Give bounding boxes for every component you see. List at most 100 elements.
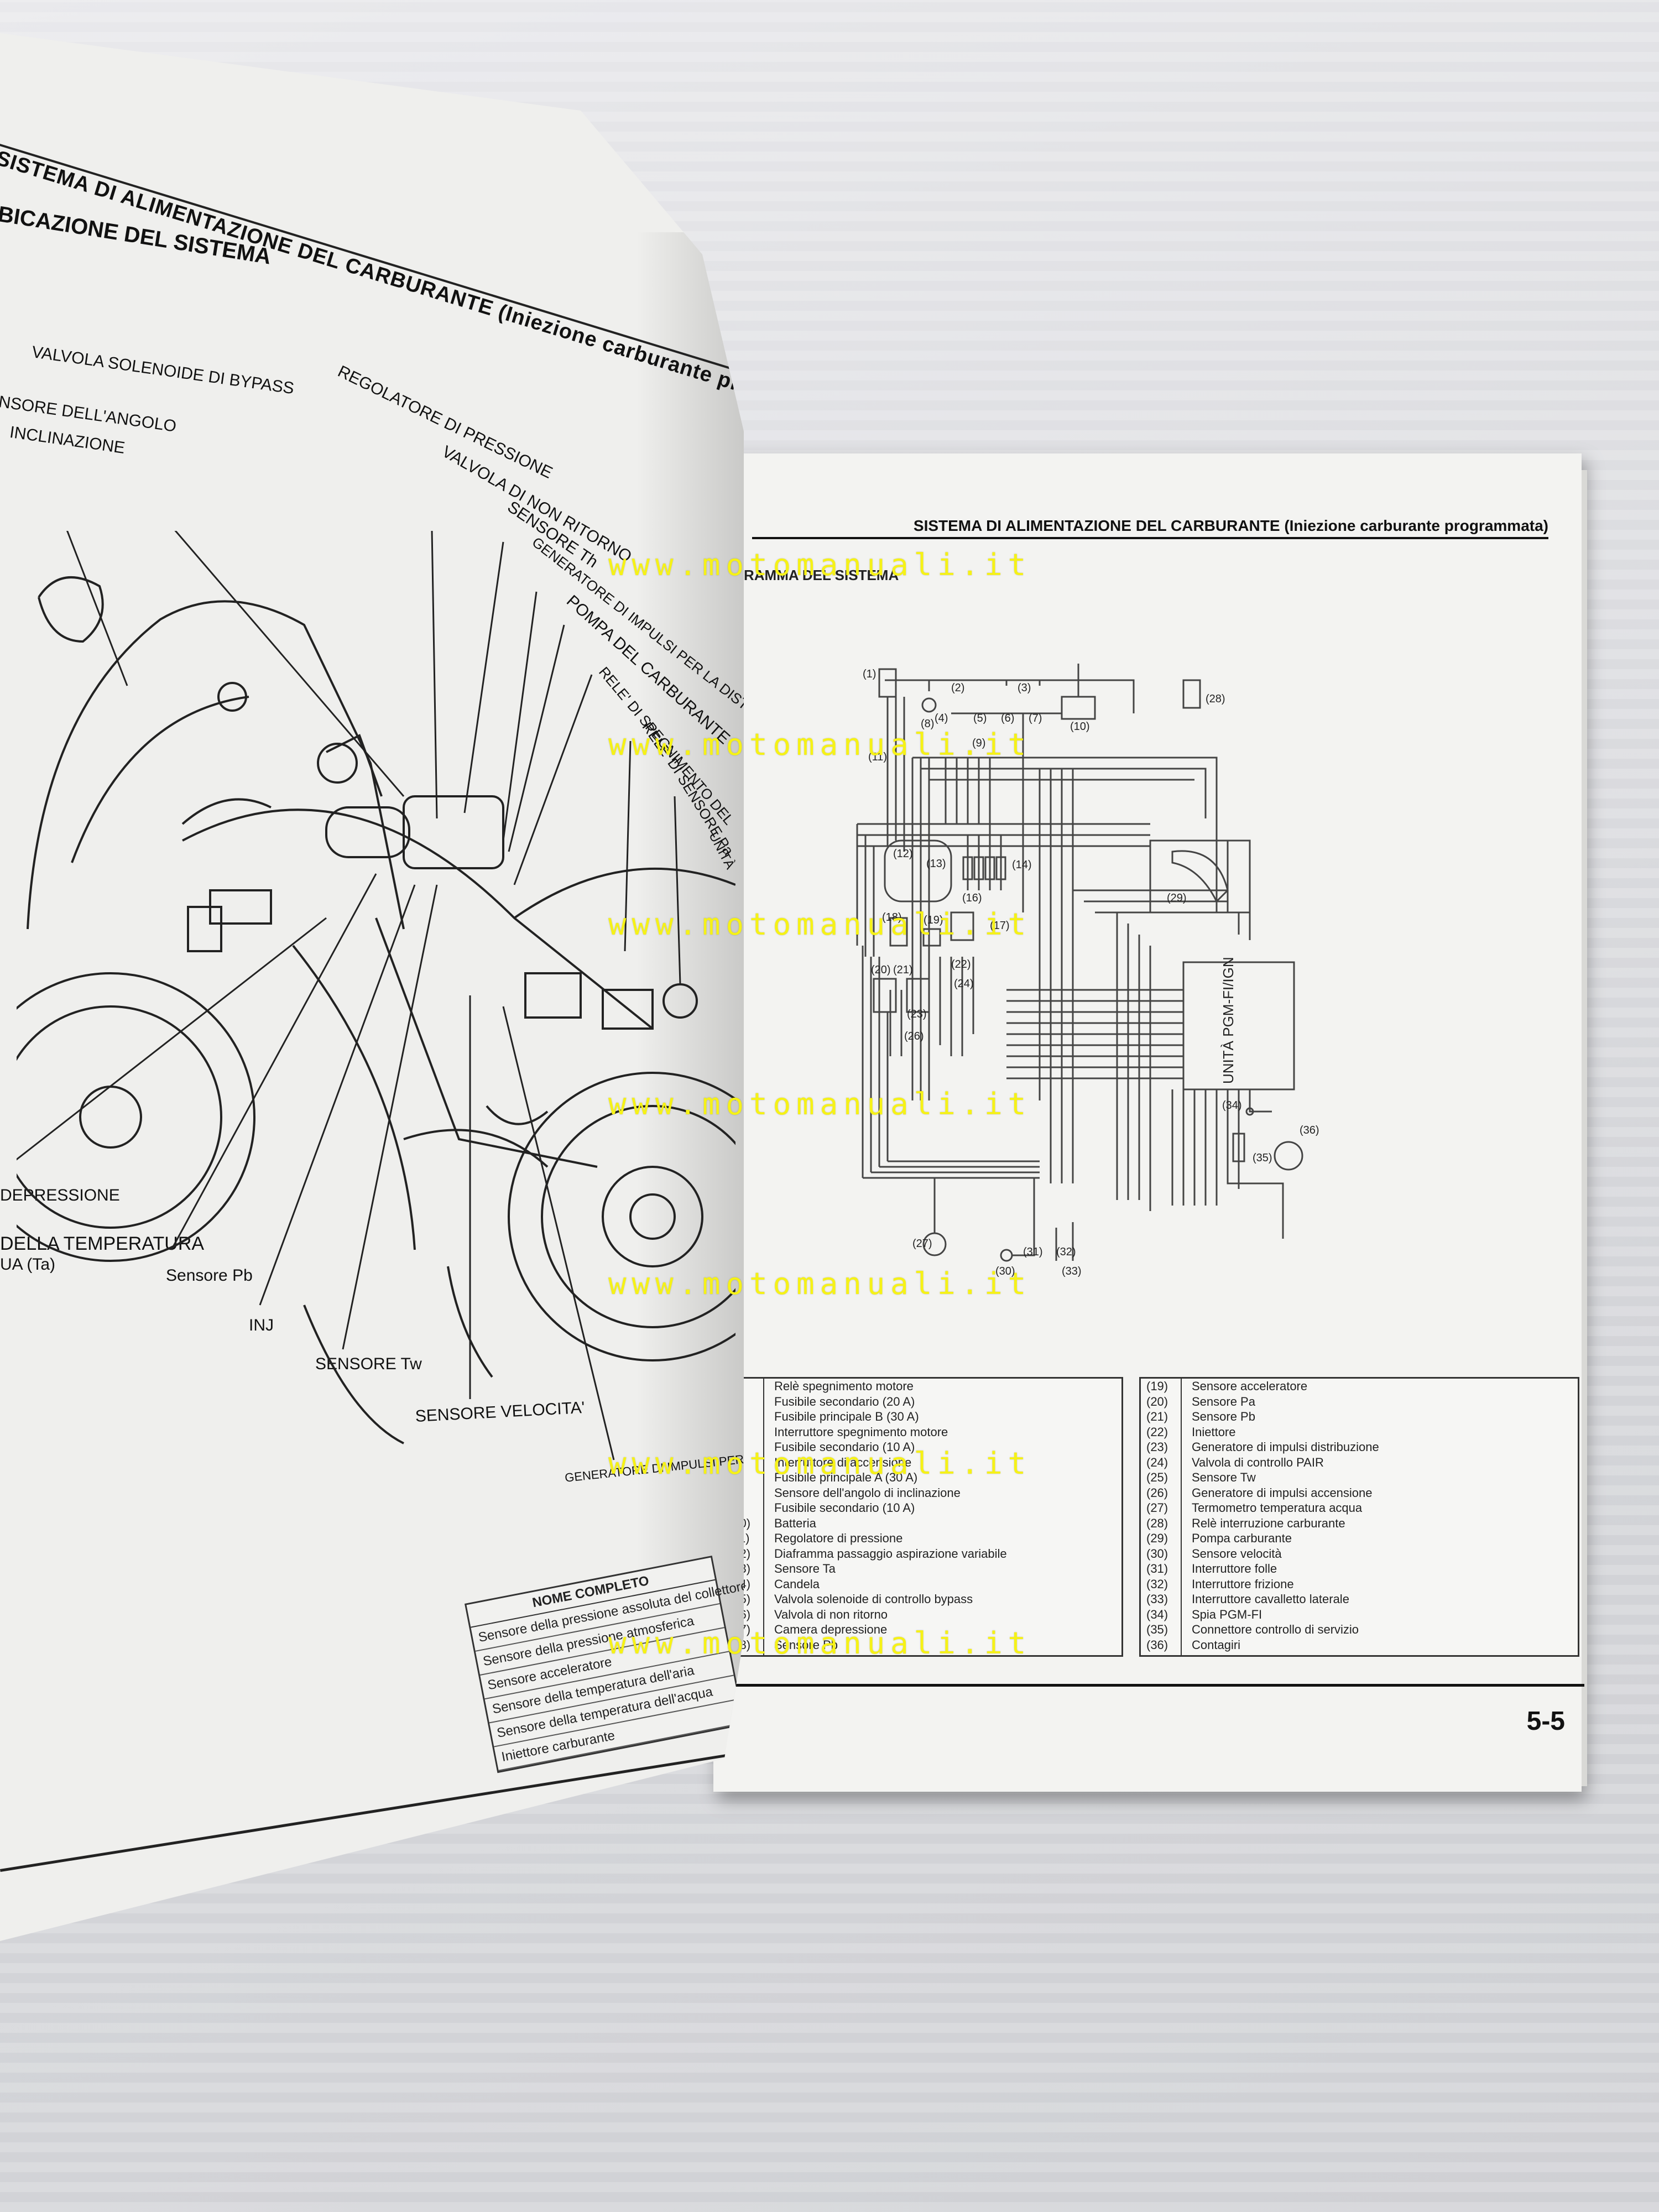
motorcycle-illustration — [17, 531, 735, 1460]
svg-text:(35): (35) — [1253, 1152, 1272, 1164]
legend-text: Diaframma passaggio aspirazione variabil… — [774, 1546, 1007, 1561]
legend-number: (24) — [1146, 1455, 1168, 1469]
legend-row: (24) Valvola di controllo PAIR — [1141, 1455, 1578, 1470]
label-inj: INJ — [249, 1316, 274, 1334]
watermark: www.motomanuali.it — [608, 1446, 1032, 1481]
legend-row: (17)Camera depressione — [723, 1622, 1121, 1637]
left-page: SISTEMA DI ALIMENTAZIONE DEL CARBURANTE … — [0, 33, 744, 1941]
legend-row: (36) Contagiri — [1141, 1637, 1578, 1653]
legend-number: (21) — [1146, 1410, 1168, 1423]
svg-text:(18): (18) — [882, 911, 902, 924]
label-air-temp-2: UA (Ta) — [0, 1255, 56, 1274]
svg-text:(27): (27) — [912, 1238, 932, 1250]
watermark: www.motomanuali.it — [608, 547, 1032, 582]
svg-text:(12): (12) — [893, 848, 913, 860]
label-tilt-sensor-2: INCLINAZIONE — [8, 423, 126, 457]
legend-text: Valvola solenoide di controllo bypass — [774, 1592, 973, 1606]
legend-number: (36) — [1146, 1637, 1168, 1652]
legend-row: (22)Iniettore — [1141, 1425, 1578, 1440]
label-bypass-valve: VALVOLA SOLENOIDE DI BYPASS — [30, 343, 295, 398]
legend-row: (2)Fusibile secondario (20 A) — [723, 1394, 1121, 1410]
svg-text:(10): (10) — [1070, 721, 1090, 733]
legend-row: (21) Sensore Pb — [1141, 1409, 1578, 1425]
legend-text: Iniettore — [1192, 1425, 1236, 1439]
legend-text: Fusibile principale A (30 A) — [774, 1470, 918, 1484]
legend-text: Sensore velocità — [1192, 1546, 1282, 1561]
watermark: www.motomanuali.it — [608, 907, 1032, 942]
legend-divider — [1181, 1379, 1182, 1655]
svg-text:(13): (13) — [926, 858, 946, 870]
svg-text:(21): (21) — [893, 964, 913, 976]
legend-number: (33) — [1146, 1592, 1168, 1606]
legend-right: (19)Sensore acceleratore(20)Sensore Pa(2… — [1139, 1377, 1579, 1657]
svg-text:(26): (26) — [904, 1030, 924, 1042]
svg-text:(11): (11) — [868, 751, 887, 763]
svg-text:(14): (14) — [1012, 859, 1032, 871]
legend-text: Sensore acceleratore — [1192, 1379, 1308, 1393]
footer-rule — [722, 1684, 1584, 1687]
legend-number: (27) — [1146, 1501, 1168, 1515]
legend-row: (13)Sensore Ta — [723, 1561, 1121, 1577]
svg-text:(1): (1) — [863, 668, 876, 680]
legend-text: Sensore Ta — [774, 1562, 836, 1575]
legend-text: Contagiri — [1192, 1637, 1241, 1652]
legend-number: (31) — [1146, 1562, 1168, 1575]
legend-row: (32) Interruttore frizione — [1141, 1577, 1578, 1592]
legend-row: (30)Sensore velocità — [1141, 1546, 1578, 1562]
legend-text: Interruttore spegnimento motore — [774, 1425, 948, 1439]
svg-text:(32): (32) — [1056, 1246, 1076, 1258]
legend-row: (14)Candela — [723, 1577, 1121, 1592]
legend-number: (32) — [1146, 1577, 1168, 1591]
label-pb-sensor: Sensore Pb — [166, 1266, 253, 1285]
right-page: SISTEMA DI ALIMENTAZIONE DEL CARBURANTE … — [713, 453, 1587, 1792]
legend-number: (20) — [1146, 1394, 1168, 1408]
legend-text: Valvola di non ritorno — [774, 1607, 888, 1621]
legend-row: (19) Sensore acceleratore — [1141, 1379, 1578, 1394]
legend-text: Fusibile principale B (30 A) — [774, 1410, 919, 1423]
legend-number: (35) — [1146, 1623, 1168, 1636]
legend-text: Relè interruzione carburante — [1192, 1516, 1345, 1530]
legend-row: (10)Batteria — [723, 1516, 1121, 1531]
legend-left: (1)Relè spegnimento motore(2)Fusibile se… — [722, 1377, 1123, 1657]
svg-text:(34): (34) — [1222, 1099, 1242, 1112]
legend-text: Camera depressione — [774, 1623, 888, 1636]
legend-text: Interruttore cavalletto laterale — [1192, 1592, 1349, 1606]
legend-text: Termometro temperatura acqua — [1192, 1501, 1363, 1515]
svg-text:(24): (24) — [954, 978, 974, 990]
legend-text: Sensore dell'angolo di inclinazione — [774, 1485, 961, 1500]
legend-row: (8)Sensore dell'angolo di inclinazione — [723, 1485, 1121, 1501]
legend-text: Valvola di controllo PAIR — [1192, 1455, 1324, 1469]
legend-row: (4)Interruttore spegnimento motore — [723, 1425, 1121, 1440]
legend-text: Sensore Pa — [1192, 1394, 1255, 1408]
watermark: www.motomanuali.it — [608, 1087, 1032, 1121]
legend-text: Generatore di impulsi distribuzione — [1192, 1440, 1379, 1454]
page-stack-edge — [1582, 470, 1587, 1786]
legend-number: (19) — [1146, 1379, 1168, 1393]
svg-text:(22): (22) — [951, 958, 971, 971]
legend-number: (23) — [1146, 1440, 1168, 1454]
legend-number: (25) — [1146, 1470, 1168, 1484]
wiring-schematic: (1)(2)(3) (4)(5)(6) (7)(8)(9) (10)(11)(2… — [856, 664, 1319, 1277]
legend-text: Fusibile secondario (20 A) — [774, 1394, 915, 1408]
legend-number: (28) — [1146, 1516, 1168, 1530]
legend-text: Candela — [774, 1577, 820, 1591]
legend-text: Interruttore frizione — [1192, 1577, 1294, 1591]
legend-row: (23) Generatore di impulsi distribuzione — [1141, 1439, 1578, 1455]
legend-text: Sensore Pb — [774, 1637, 838, 1652]
legend-text: Sensore Pb — [1192, 1410, 1255, 1423]
svg-text:(8): (8) — [921, 718, 934, 730]
watermark: www.motomanuali.it — [608, 1266, 1032, 1301]
legend-row: (25)Sensore Tw — [1141, 1470, 1578, 1485]
legend-number: (26) — [1146, 1485, 1168, 1500]
legend-row: (26)Generatore di impulsi accensione — [1141, 1485, 1578, 1501]
label-pressure-regulator: REGOLATORE DI PRESSIONE — [335, 362, 556, 482]
legend-row: (12)Diaframma passaggio aspirazione vari… — [723, 1546, 1121, 1562]
legend-row: (16)Valvola di non ritorno — [723, 1607, 1121, 1623]
watermark: www.motomanuali.it — [608, 1626, 1032, 1661]
legend-row: (9)Fusibile secondario (10 A) — [723, 1500, 1121, 1516]
legend-divider — [763, 1379, 764, 1655]
svg-text:(5): (5) — [973, 712, 987, 724]
legend-text: Interruttore folle — [1192, 1562, 1277, 1575]
legend-text: Pompa carburante — [1192, 1531, 1292, 1545]
legend-row: (11)Regolatore di pressione — [723, 1531, 1121, 1546]
